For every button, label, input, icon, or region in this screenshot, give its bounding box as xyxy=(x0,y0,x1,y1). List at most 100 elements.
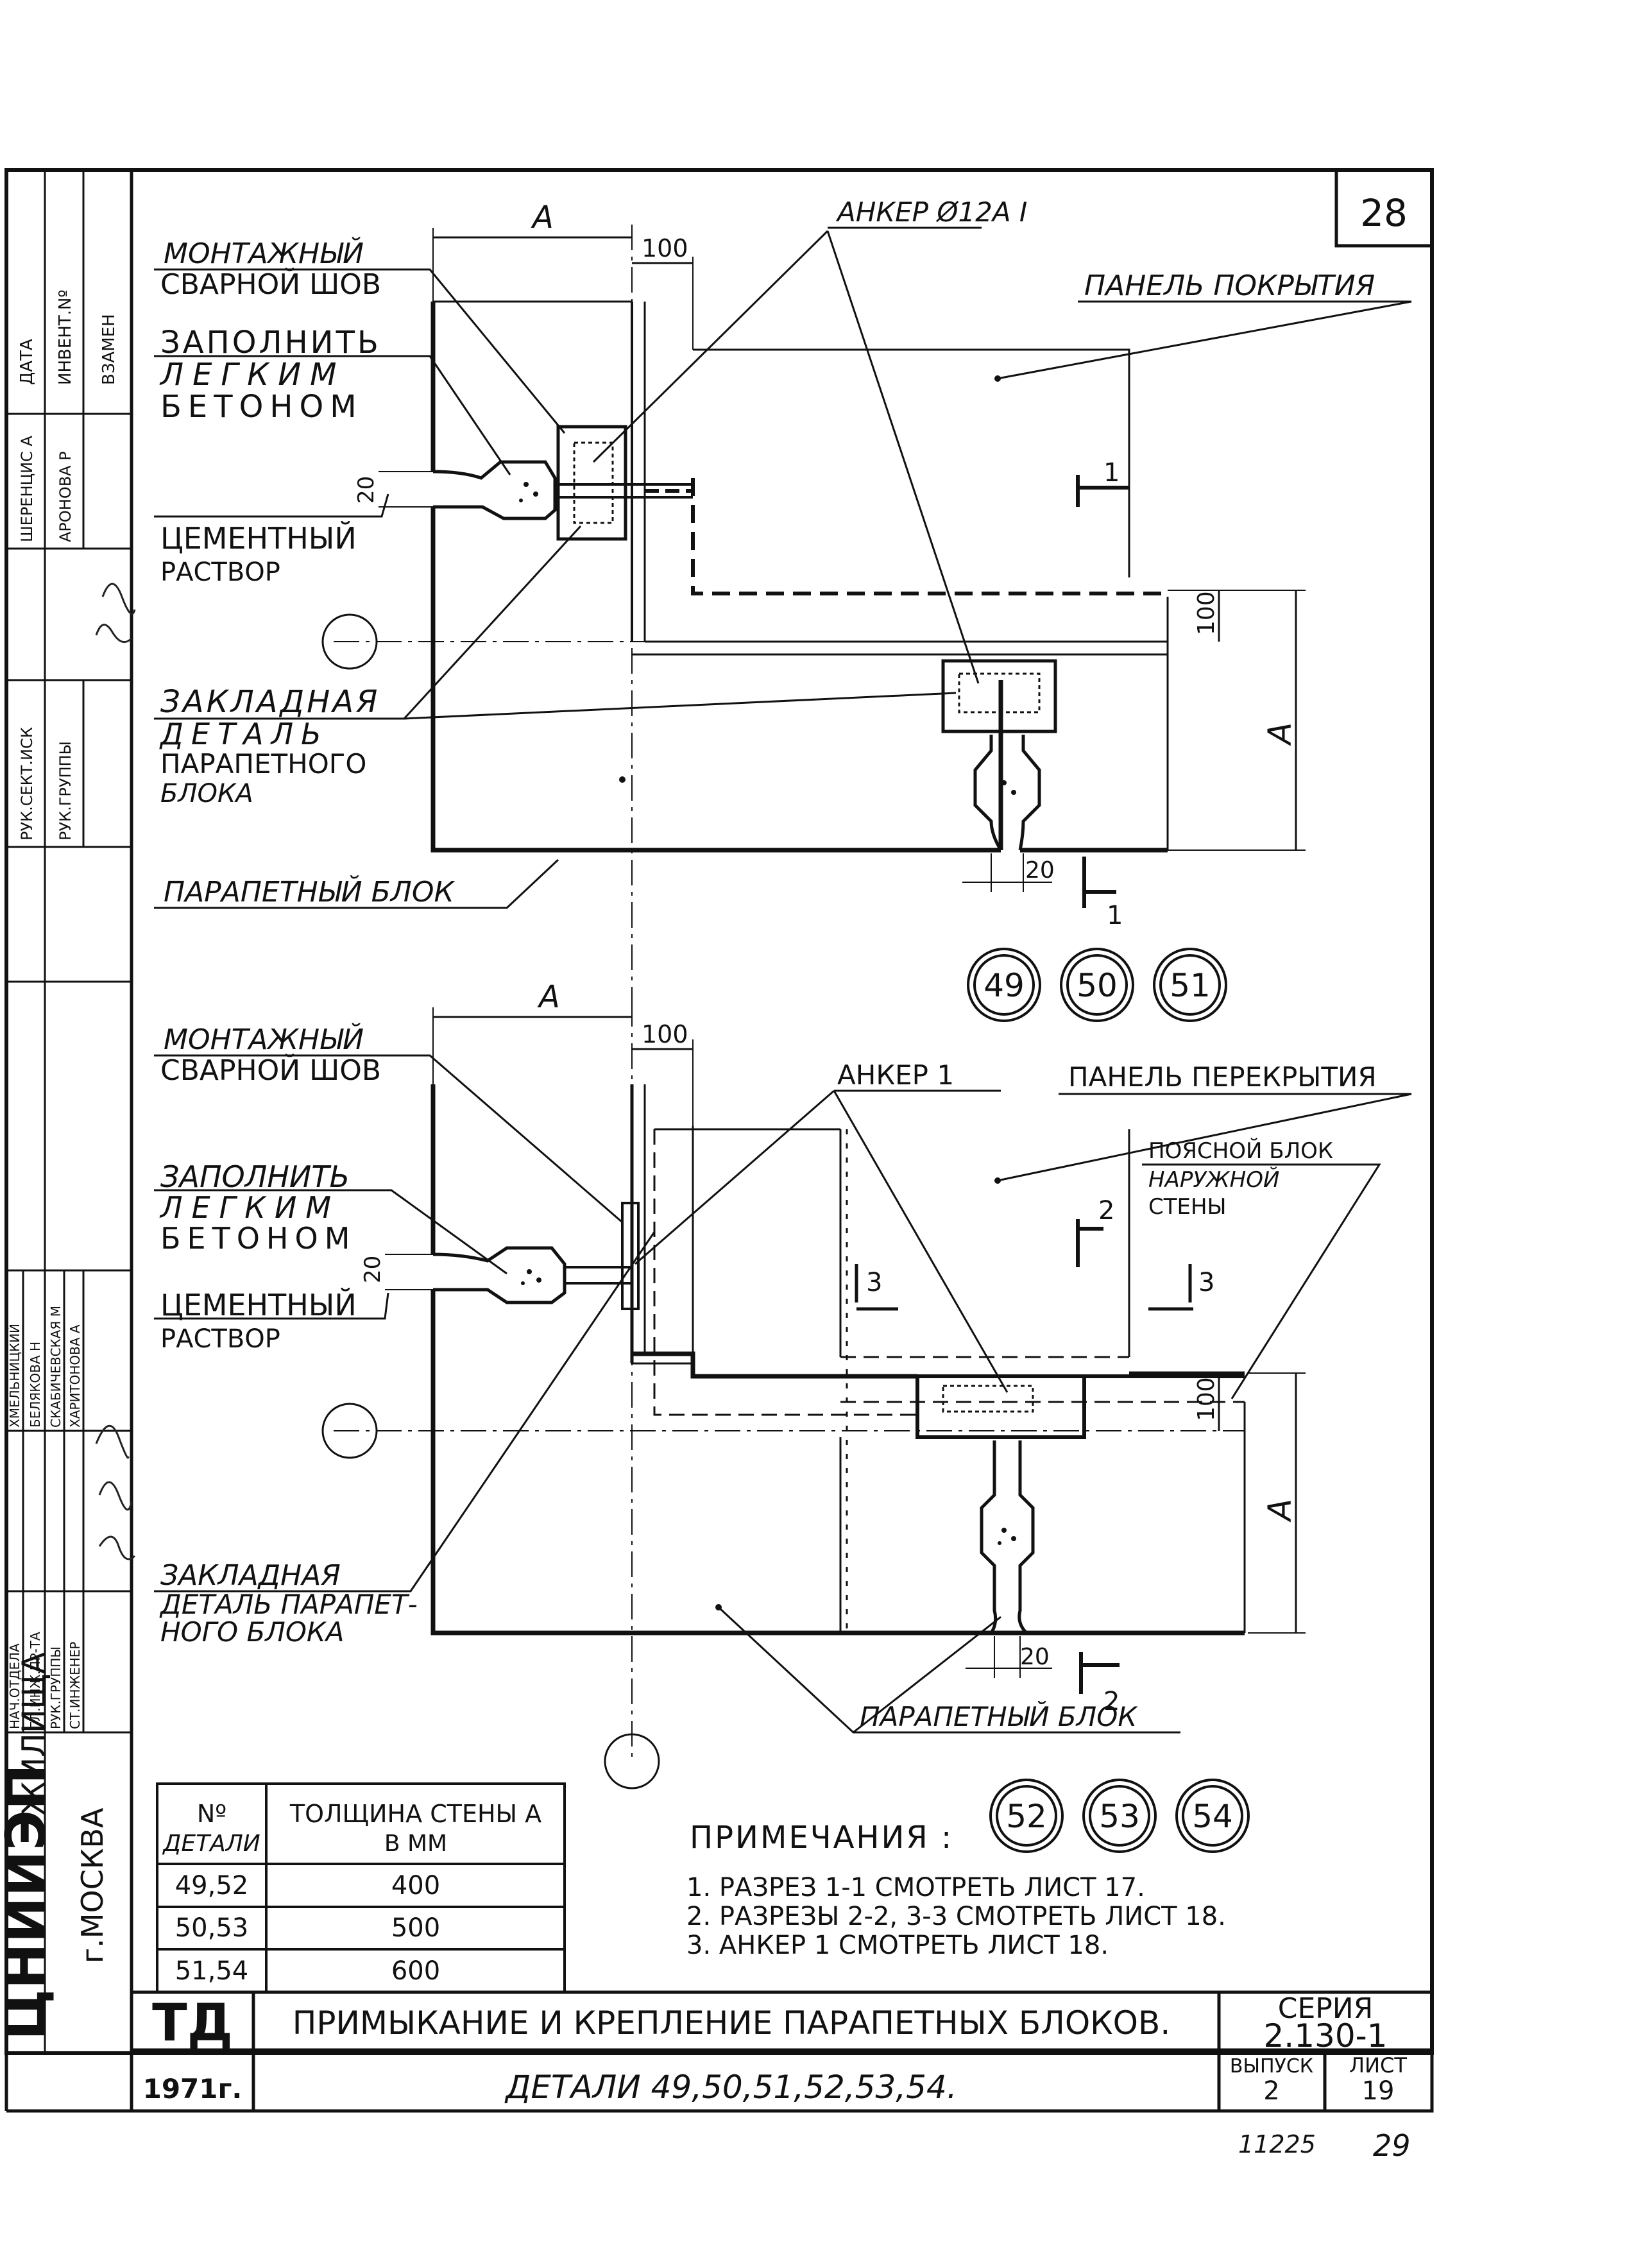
lower-label-welded-seam-2: СВАРНОЙ ШОВ xyxy=(160,1053,381,1087)
lower-label-parapet: ПАРАПЕТНЫЙ БЛОК xyxy=(860,1700,1138,1732)
upper-label-embedded-4: БЛОКА xyxy=(160,779,253,808)
detail-number-53: 53 xyxy=(1099,1798,1140,1835)
sheet-frame xyxy=(4,168,1434,2055)
footer-archive-number: 11225 xyxy=(1238,2130,1316,2158)
upper-section-mark-1: 1 xyxy=(1103,458,1120,488)
lower-label-welded-seam-1: МОНТАЖНЫЙ xyxy=(164,1022,364,1056)
detail-number-54: 54 xyxy=(1192,1798,1233,1835)
title-block-issue-value: 2 xyxy=(1263,2076,1279,2106)
upper-dim-a-right: A xyxy=(1261,722,1299,746)
stamp-name-1: ШЕРЕНЦИС А xyxy=(18,436,36,542)
upper-label-panel: ПАНЕЛЬ ПОКРЫТИЯ xyxy=(1084,269,1375,302)
upper-label-anchor: АНКЕР Ø12A I xyxy=(835,196,1027,228)
table-cell-r2-c1: 50,53 xyxy=(175,1913,249,1943)
upper-dim-a-top: A xyxy=(531,200,554,235)
upper-label-welded-seam-1: МОНТАЖНЫЙ xyxy=(164,236,364,270)
stamp-name-2: АРОНОВА Р xyxy=(56,451,74,542)
lower-label-anchor: АНКЕР 1 xyxy=(837,1059,954,1091)
organization-name: ЦНИИЭП xyxy=(0,1764,58,2040)
lower-dim-20-bottom: 20 xyxy=(1020,1644,1050,1670)
lower-dim-a-top: A xyxy=(537,979,560,1015)
upper-label-fill-2: ЛЕГКИМ xyxy=(159,357,346,393)
lower-label-fill-3: БЕТОНОМ xyxy=(160,1221,356,1256)
table-cell-r1-c1: 49,52 xyxy=(175,1871,249,1900)
stamp-low-name-1: ХМЕЛЬНИЦКИЙ xyxy=(7,1324,22,1428)
lower-fill-dots xyxy=(521,1177,1016,1610)
lower-label-mortar-2: РАСТВОР xyxy=(160,1324,280,1354)
title-block-sheet-value: 19 xyxy=(1362,2076,1395,2106)
lower-detail-circles xyxy=(989,1779,1250,1853)
upper-label-parapet: ПАРАПЕТНЫЙ БЛОК xyxy=(164,875,455,909)
title-block-title: ПРИМЫКАНИЕ И КРЕПЛЕНИЕ ПАРАПЕТНЫХ БЛОКОВ… xyxy=(293,2004,1170,2042)
lower-label-belt-3: СТЕНЫ xyxy=(1148,1194,1227,1220)
footer-page-number: 29 xyxy=(1373,2128,1411,2163)
stamp-low-name-2: БЕЛЯКОВА Н xyxy=(28,1342,43,1428)
detail-number-51: 51 xyxy=(1170,967,1211,1004)
lower-dim-a-right: A xyxy=(1261,1499,1299,1523)
upper-label-fill-3: БЕТОНОМ xyxy=(160,389,363,425)
upper-dim-20-left: 20 xyxy=(353,476,379,504)
lower-label-embedded-1: ЗАКЛАДНАЯ xyxy=(160,1559,341,1592)
detail-number-50: 50 xyxy=(1077,967,1118,1004)
organization-subname: ЖИЛИЩА xyxy=(15,1652,53,1816)
lower-label-fill-2: ЛЕГКИМ xyxy=(159,1190,340,1225)
title-block-series-value: 2.130-1 xyxy=(1264,2017,1388,2054)
title-block-lower-frame xyxy=(4,2048,1434,2113)
lower-dim-20-left: 20 xyxy=(360,1256,386,1283)
upper-dim-100-right: 100 xyxy=(1193,591,1220,635)
stamp-low-role-3: РУК.ГРУППЫ xyxy=(48,1646,64,1729)
table-cell-r1-c2: 400 xyxy=(391,1871,440,1900)
stamp-date-label: ДАТА xyxy=(17,339,37,385)
stamp-inventory-label: ИНВЕНТ.Nº xyxy=(56,289,75,385)
upper-fill-dots xyxy=(519,375,1016,801)
upper-detail-drawing xyxy=(154,225,1412,1001)
table-header-no-1: Nº xyxy=(197,1800,226,1828)
note-item-3: 3. АНКЕР 1 СМОТРЕТЬ ЛИСТ 18. xyxy=(686,1931,1109,1960)
side-stamp xyxy=(6,170,132,2053)
lower-dim-100-right: 100 xyxy=(1193,1377,1220,1421)
stamp-low-role-2: ГЛ.ИНЖ.ПР-ТА xyxy=(28,1632,43,1729)
table-header-thickness-1: ТОЛЩИНА СТЕНЫ A xyxy=(289,1800,541,1828)
title-block-sheet-label: ЛИСТ xyxy=(1349,2053,1407,2078)
title-block-subtitle: ДЕТАЛИ 49,50,51,52,53,54. xyxy=(504,2069,957,2106)
stamp-replace-label: ВЗАМЕН xyxy=(99,314,119,385)
organization-city: г.МОСКВА xyxy=(75,1807,110,1963)
upper-detail-circles xyxy=(967,948,1227,1022)
signatures xyxy=(95,583,136,1560)
lower-section-mark-2b: 2 xyxy=(1103,1687,1120,1716)
upper-dim-100-top: 100 xyxy=(642,234,688,262)
lower-label-belt-2: НАРУЖНОЙ xyxy=(1148,1166,1279,1193)
title-block-year: 1971г. xyxy=(143,2073,243,2105)
lower-label-belt-1: ПОЯСНОЙ БЛОК xyxy=(1148,1138,1333,1164)
stamp-low-name-3: СКАБИЧЕВСКАЯ М xyxy=(48,1306,64,1428)
lower-section-mark-3b: 3 xyxy=(1198,1268,1214,1297)
stamp-role-2: РУК.ГРУППЫ xyxy=(56,741,74,841)
upper-label-mortar-1: ЦЕМЕНТНЫЙ xyxy=(160,521,357,556)
upper-label-welded-seam-2: СВАРНОЙ ШОВ xyxy=(160,267,381,301)
lower-label-embedded-2: ДЕТАЛЬ ПАРАПЕТ- xyxy=(159,1589,418,1620)
upper-label-fill-1: ЗАПОЛНИТЬ xyxy=(160,325,381,361)
upper-section-mark-1b: 1 xyxy=(1107,901,1123,930)
lower-label-panel: ПАНЕЛЬ ПЕРЕКРЫТИЯ xyxy=(1068,1061,1377,1093)
upper-label-embedded-2: ДЕТАЛЬ xyxy=(159,717,329,751)
lower-dim-100-top: 100 xyxy=(642,1020,688,1048)
table-header-no-2: ДЕТАЛИ xyxy=(162,1831,260,1857)
note-item-1: 1. РАЗРЕЗ 1-1 СМОТРЕТЬ ЛИСТ 17. xyxy=(686,1873,1145,1902)
lower-detail-drawing xyxy=(154,1001,1412,1789)
table-cell-r3-c1: 51,54 xyxy=(175,1956,249,1986)
notes-title: ПРИМЕЧАНИЯ : xyxy=(690,1820,953,1856)
lower-label-embedded-3: НОГО БЛОКА xyxy=(160,1616,344,1648)
table-header-thickness-2: В MM xyxy=(384,1831,447,1857)
title-block-series-label: СЕРИЯ xyxy=(1278,1992,1374,2025)
table-cell-r2-c2: 500 xyxy=(391,1913,440,1943)
stamp-low-name-4: ХАРИТОНОВА А xyxy=(67,1324,83,1428)
title-block-issue-label: ВЫПУСК xyxy=(1230,2055,1313,2078)
title-block-td: ТД xyxy=(152,1993,233,2053)
lower-label-mortar-1: ЦЕМЕНТНЫЙ xyxy=(160,1288,357,1322)
stamp-low-role-4: СТ.ИНЖЕНЕР xyxy=(67,1642,83,1729)
lower-section-mark-2: 2 xyxy=(1098,1196,1114,1225)
upper-label-embedded-3: ПАРАПЕТНОГО xyxy=(160,748,366,780)
note-item-2: 2. РАЗРЕЗЫ 2-2, 3-3 СМОТРЕТЬ ЛИСТ 18. xyxy=(686,1902,1226,1931)
table-cell-r3-c2: 600 xyxy=(391,1956,440,1986)
